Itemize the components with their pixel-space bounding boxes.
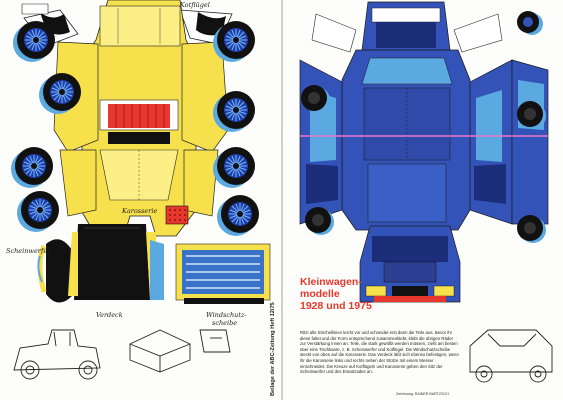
assembly-drawing-old-car — [13, 329, 231, 380]
label-karosserie: Karosserie — [122, 207, 158, 215]
modern-car-wheel-top — [517, 11, 543, 35]
modern-car-body-cutout — [299, 1, 549, 231]
label-windschutzscheibe-2: scheibe — [212, 319, 238, 327]
modern-car-front-cutout — [359, 225, 461, 303]
roof-cutout — [68, 224, 164, 300]
sheet-title: Kleinwagen- modelle 1928 und 1975 — [300, 276, 372, 312]
illustrator-credit: Zeichnung: RAINER BARTZSCH — [396, 392, 449, 396]
assembly-drawing-modern-car — [469, 329, 553, 383]
headlight-cutout — [37, 239, 72, 303]
windscreen-cutout — [175, 243, 271, 304]
label-scheinwerfer: Scheinwerfer — [6, 247, 51, 255]
label-verdeck: Verdeck — [96, 311, 123, 319]
label-windschutzscheibe-1: Windschutz- — [206, 311, 247, 319]
label-kotfluegel: Kotflügel — [180, 1, 210, 9]
supplement-caption: Beilage der ABC-Zeitung Heft 12/75 — [270, 302, 276, 396]
assembly-instructions: Ritzt alle Strichellinien leicht vor und… — [300, 330, 459, 375]
old-car-body-cutout — [21, 0, 233, 237]
title-line-1: Kleinwagen- — [300, 276, 362, 288]
title-line-3: 1928 und 1975 — [300, 300, 372, 312]
title-line-2: modelle — [300, 288, 340, 300]
